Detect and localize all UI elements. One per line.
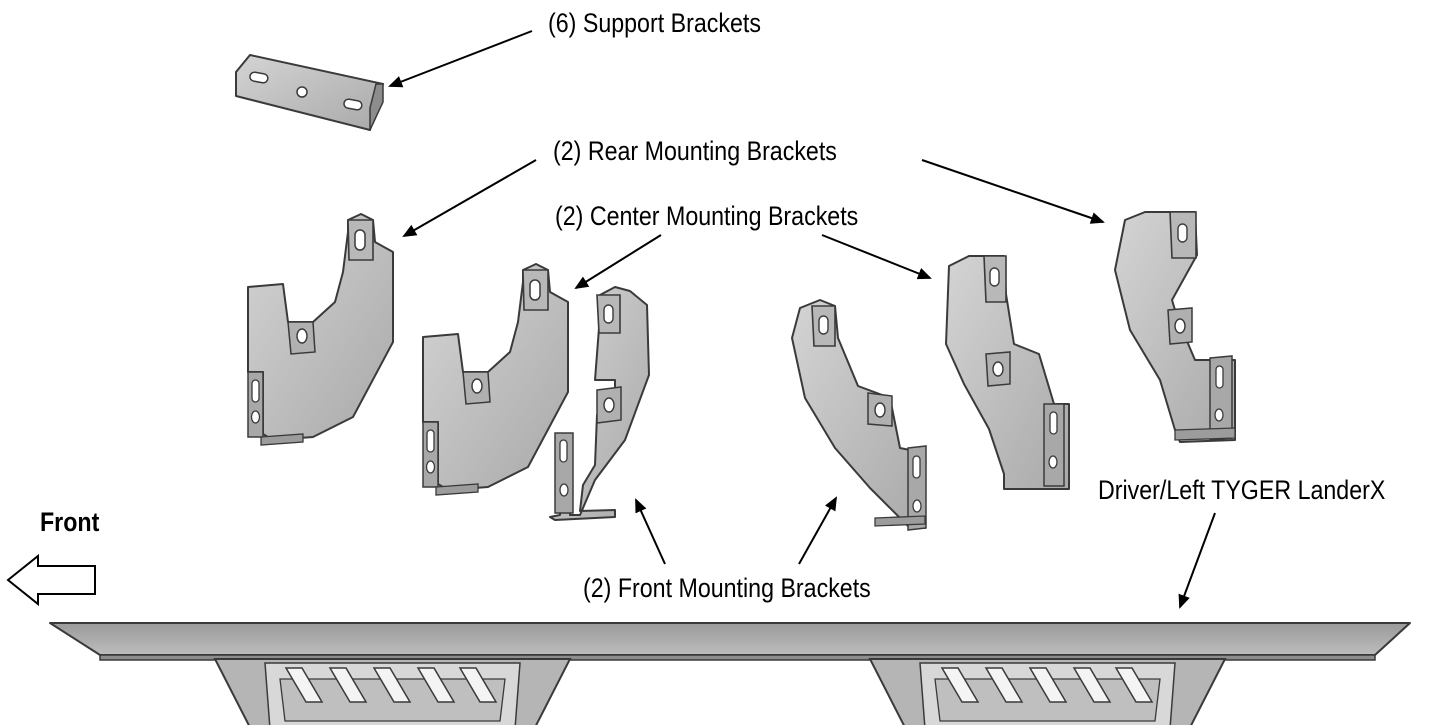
center-mounting-bracket-left <box>422 263 569 496</box>
front-mounting-brackets-label: (2) Front Mounting Brackets <box>583 573 871 603</box>
step-bar-label: Driver/Left TYGER LanderX <box>1098 475 1386 505</box>
rear-mounting-brackets-label: (2) Rear Mounting Brackets <box>553 136 837 166</box>
front-direction-arrow <box>6 553 96 607</box>
support-brackets-label: (6) Support Brackets <box>548 8 761 38</box>
support-bracket-image <box>235 54 384 131</box>
rear-mounting-bracket-left <box>247 213 394 446</box>
rear-mounting-bracket-right <box>1114 211 1236 443</box>
front-direction-label: Front <box>40 507 100 537</box>
front-mounting-bracket-right <box>791 299 927 531</box>
step-bar-image <box>49 622 1411 725</box>
front-mounting-bracket-left <box>549 286 650 521</box>
center-mounting-bracket-right <box>945 255 1070 490</box>
center-mounting-brackets-label: (2) Center Mounting Brackets <box>555 201 859 231</box>
leader-arrows <box>388 30 1216 609</box>
